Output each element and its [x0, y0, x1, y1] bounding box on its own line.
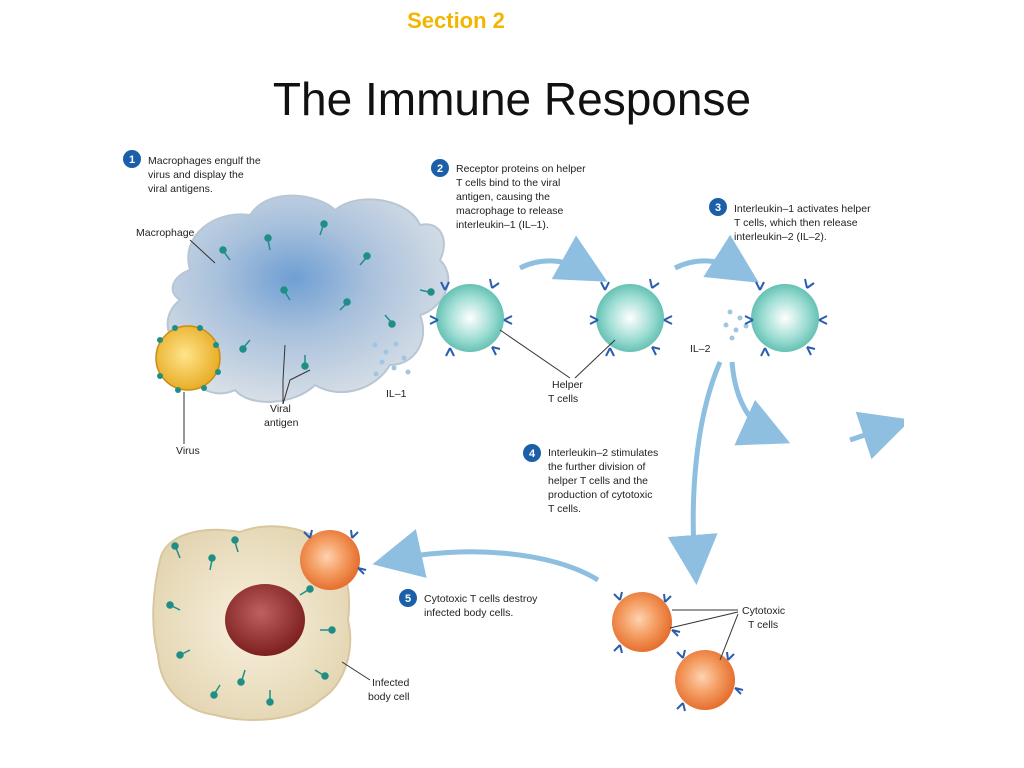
infected-body-cell-label: Infected body cell [341, 661, 410, 703]
svg-text:virus and display the: virus and display the [148, 169, 244, 181]
svg-text:Interleukin–1 activates helper: Interleukin–1 activates helper [734, 203, 871, 215]
arrow-to-infected-cell [372, 529, 600, 583]
cytotoxic-t-cell-1 [612, 591, 681, 654]
svg-text:Cytotoxic T cells destroy: Cytotoxic T cells destroy [424, 593, 538, 605]
svg-text:5: 5 [405, 593, 411, 605]
attacking-cytotoxic-t-cell [300, 529, 367, 590]
section-label: Section 2 [407, 8, 505, 33]
il2-molecules [723, 309, 749, 341]
svg-text:2: 2 [437, 163, 443, 175]
svg-text:3: 3 [715, 202, 721, 214]
il2-label: IL–2 [690, 343, 711, 355]
svg-text:production of cytotoxic: production of cytotoxic [548, 489, 652, 501]
il1-label: IL–1 [386, 388, 407, 400]
svg-text:T cells: T cells [748, 619, 778, 631]
svg-text:Infected: Infected [372, 677, 410, 689]
svg-text:viral antigens.: viral antigens. [148, 183, 213, 195]
arrow-to-cytotoxic [667, 361, 723, 585]
svg-text:1: 1 [129, 154, 135, 166]
svg-text:Viral: Viral [270, 403, 291, 415]
il1-molecules [372, 341, 411, 377]
svg-text:the further division of: the further division of [548, 461, 646, 473]
arrow-to-division [729, 361, 791, 446]
step-4: 4 Interleukin–2 stimulates the further d… [523, 444, 658, 515]
svg-text:macrophage to release: macrophage to release [456, 205, 564, 217]
svg-text:Receptor proteins on helper: Receptor proteins on helper [456, 163, 586, 175]
svg-text:T cells.: T cells. [548, 503, 581, 515]
svg-text:body cell: body cell [368, 691, 409, 703]
helper-t-cell-3 [744, 278, 828, 357]
arrow-further-division [849, 411, 904, 460]
step-5: 5 Cytotoxic T cells destroy infected bod… [399, 589, 538, 619]
svg-text:Cytotoxic: Cytotoxic [742, 605, 785, 617]
svg-text:Macrophages engulf the: Macrophages engulf the [148, 155, 261, 167]
helper-t-cell-1 [429, 278, 513, 357]
svg-text:interleukin–1 (IL–1).: interleukin–1 (IL–1). [456, 219, 549, 231]
svg-text:T cells: T cells [548, 393, 578, 405]
step-3: 3 Interleukin–1 activates helper T cells… [709, 198, 871, 243]
svg-text:T cells, which then release: T cells, which then release [734, 217, 858, 229]
svg-text:antigen: antigen [264, 417, 299, 429]
cytotoxic-t-cells-label: Cytotoxic T cells [669, 605, 785, 661]
svg-text:antigen, causing the: antigen, causing the [456, 191, 550, 203]
immune-response-diagram: 1 Macrophages engulf the virus and displ… [120, 140, 904, 736]
svg-text:T cells bind to the viral: T cells bind to the viral [456, 177, 560, 189]
step-2: 2 Receptor proteins on helper T cells bi… [431, 159, 586, 231]
arrow-helper-1-to-2 [518, 235, 608, 282]
helper-t-cell-2 [589, 278, 673, 357]
virus-particle [155, 325, 221, 393]
slide-title: The Immune Response [272, 73, 752, 125]
macrophage-label: Macrophage [136, 227, 195, 239]
svg-text:helper T cells and the: helper T cells and the [548, 475, 648, 487]
step-1: 1 Macrophages engulf the virus and displ… [123, 150, 261, 195]
svg-text:infected body cells.: infected body cells. [424, 607, 513, 619]
helper-t-cells-label: Helper T cells [499, 329, 616, 405]
viral-antigens [219, 220, 435, 370]
infected-body-cell [152, 525, 352, 721]
svg-text:interleukin–2 (IL–2).: interleukin–2 (IL–2). [734, 231, 827, 243]
virus-label: Virus [176, 445, 200, 457]
cytotoxic-t-cell-2 [675, 649, 744, 712]
arrow-helper-2-to-3 [673, 234, 759, 283]
svg-text:4: 4 [529, 448, 536, 460]
viral-antigen-label: Viral antigen [264, 344, 311, 429]
svg-text:Helper: Helper [552, 379, 583, 391]
svg-text:Interleukin–2 stimulates: Interleukin–2 stimulates [548, 447, 658, 459]
